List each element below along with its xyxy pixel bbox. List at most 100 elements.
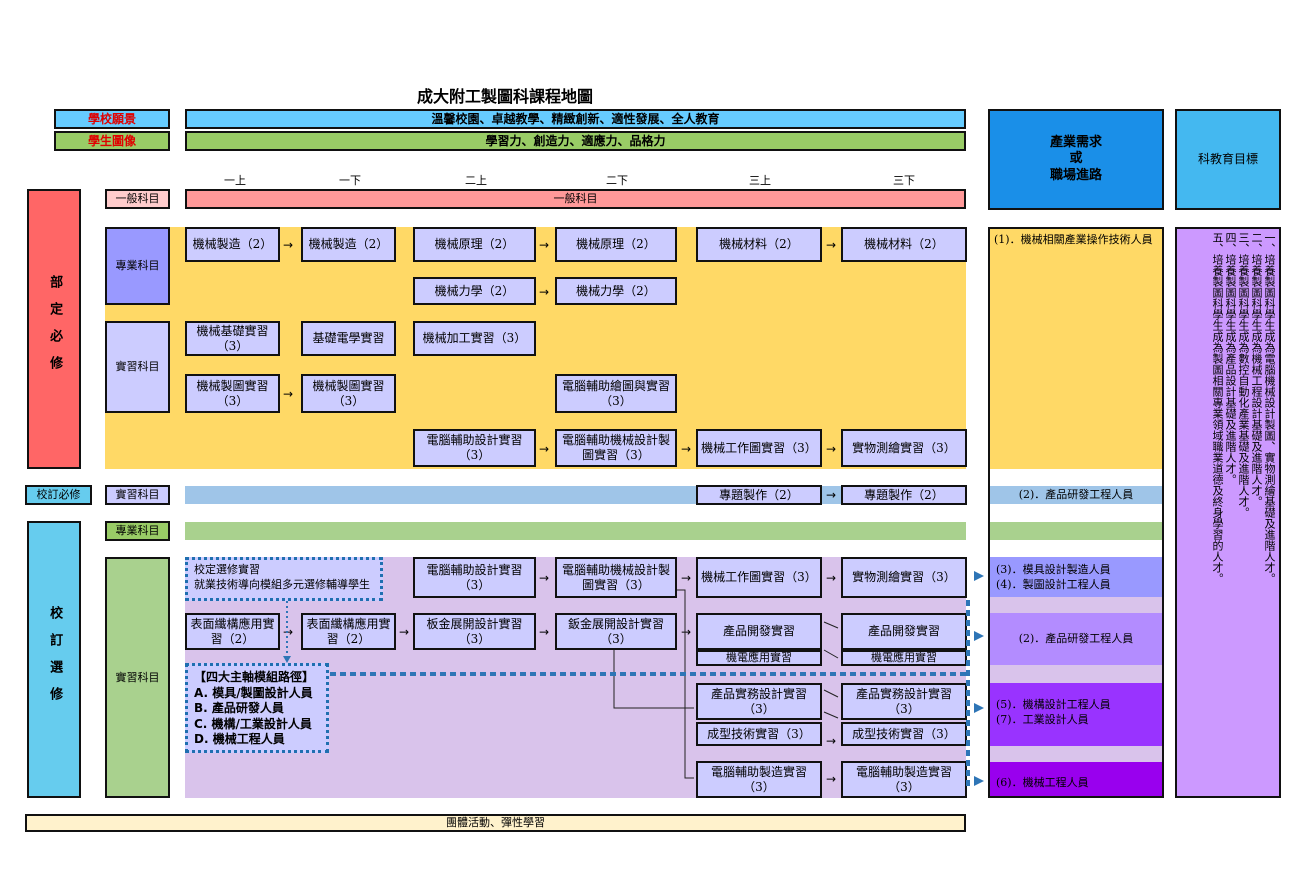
course-box: 電腦輔助機械設計製圖實習（3）: [555, 557, 677, 598]
course-box: 產品實務設計實習（3）: [841, 683, 967, 720]
goal-item: 四、培養製圖科學生成為產品設計基礎及進階人才。: [1224, 232, 1237, 485]
arrow-right-icon: →: [539, 238, 550, 252]
course-box: 鈑金展開設計實習（3）: [555, 613, 677, 650]
elective-note: 校定選修實習 就業技術導向模組多元選修輔導學生: [185, 557, 383, 601]
arrow-right-icon: →: [539, 625, 550, 639]
course-box: 機電應用實習: [841, 650, 967, 666]
arrow-right-icon: →: [283, 238, 294, 252]
grade-header: 一下: [339, 174, 361, 188]
course-box: 機械力學（2）: [555, 277, 677, 305]
career-item: (1)．機械相關產業操作技術人員: [994, 233, 1153, 246]
career-item: (5)．機構設計工程人員 (7)．工業設計人員: [990, 683, 1162, 746]
course-box: 專題製作（2）: [841, 485, 967, 505]
arrow-right-icon: →: [681, 571, 692, 585]
category-practice: 實習科目: [105, 321, 170, 413]
course-box: 機械製圖實習（3）: [185, 374, 280, 413]
career-item: (2)．產品研發工程人員: [990, 486, 1162, 504]
goal-item: 三、培養製圖科學生成為數控自動化產業基礎及進階人才。: [1237, 232, 1250, 518]
career-item: (6)．機械工程人員: [990, 762, 1162, 796]
course-box: 電腦輔助繪圖與實習（3）: [555, 374, 677, 413]
career-item: (3)．模具設計製造人員 (4)．製圖設計工程人員: [990, 557, 1162, 597]
course-box: 機械工作圖實習（3）: [696, 429, 822, 467]
grade-header: 二上: [465, 174, 487, 188]
module-item: D. 機械工程人員: [194, 732, 285, 747]
arrow-right-icon: →: [826, 772, 837, 786]
course-box: 電腦輔助製造實習（3）: [696, 761, 822, 798]
goal-column: [1175, 227, 1281, 798]
arrow-right-icon: →: [681, 442, 692, 456]
section-required: 部定必修: [27, 189, 81, 469]
category-general: 一般科目: [105, 189, 170, 209]
module-box: 【四大主軸模組路徑】 A. 模具/製圖設計人員 B. 產品研發人員 C. 機構/…: [185, 663, 329, 753]
arrow-right-icon: →: [539, 285, 550, 299]
arrow-right-icon: →: [283, 625, 294, 639]
course-box: 板金展開設計實習（3）: [413, 613, 536, 650]
industry-header: 產業需求 或 職場進路: [988, 109, 1164, 210]
grade-header: 二下: [606, 174, 628, 188]
arrow-right-icon: →: [826, 571, 837, 585]
course-box: 基礎電學實習: [301, 321, 396, 356]
course-box: 表面纖構應用實習（2）: [185, 613, 280, 650]
course-box: 產品開發實習: [841, 613, 967, 650]
grade-header: 三上: [749, 174, 771, 188]
course-box: 表面纖構應用實習（2）: [301, 613, 396, 650]
category-elective-practice: 實習科目: [105, 557, 170, 798]
course-box: 機械材料（2）: [841, 227, 967, 262]
dashed-path: [330, 600, 970, 790]
career-item: (2)．產品研發工程人員: [990, 613, 1162, 665]
course-box: 機械製造（2）: [185, 227, 280, 262]
portrait-label: 學生圖像: [54, 131, 170, 151]
course-box: 機電應用實習: [696, 650, 822, 666]
career-gap: [990, 597, 1162, 613]
course-box: 成型技術實習（3）: [841, 722, 967, 746]
course-box: 機械原理（2）: [413, 227, 536, 262]
arrow-right-icon: →: [539, 442, 550, 456]
arrow-right-icon: →: [283, 387, 294, 401]
career-gap: [990, 665, 1162, 683]
course-box: 機械基礎實習（3）: [185, 321, 280, 356]
category-school-practice: 實習科目: [105, 485, 170, 505]
course-box: 機械加工實習（3）: [413, 321, 536, 356]
arrow-head-icon: [283, 571, 984, 786]
elective-professional-bar: [185, 522, 966, 540]
course-box: 機械製造（2）: [301, 227, 396, 262]
module-title: 【四大主軸模組路徑】: [194, 670, 315, 684]
module-item: A. 模具/製圖設計人員: [194, 685, 313, 700]
grade-header: 一上: [224, 174, 246, 188]
career-gap: [990, 746, 1162, 762]
arrow-right-icon: →: [826, 488, 837, 502]
arrow-right-icon: →: [399, 625, 410, 639]
course-box: 實物測繪實習（3）: [841, 429, 967, 467]
arrow-right-icon: →: [826, 442, 837, 456]
course-box: 機械力學（2）: [413, 277, 536, 305]
goal-item: 一、培養製圖科學生成為電腦機械設計製圖、實物測繪基礎及進階人才。: [1263, 232, 1276, 584]
course-box: 機械原理（2）: [555, 227, 677, 262]
course-box: 專題製作（2）: [696, 485, 822, 505]
course-box: 機械材料（2）: [696, 227, 822, 262]
module-item: B. 產品研發人員: [194, 701, 284, 716]
course-box: 電腦輔助機械設計製圖實習（3）: [555, 429, 677, 467]
vision-label: 學校願景: [54, 109, 170, 129]
course-box: 電腦輔助設計實習（3）: [413, 429, 536, 467]
course-box: 實物測繪實習（3）: [841, 557, 967, 598]
goal-item: 五、培養製圖科學生成為製圖相關專業領域職業道德及終身學習的人才。: [1211, 232, 1224, 584]
course-box: 產品實務設計實習（3）: [696, 683, 822, 720]
module-item: C. 機構/工業設計人員: [194, 716, 312, 731]
section-school-required: 校訂必修: [25, 485, 92, 505]
general-bar: 一般科目: [185, 189, 966, 209]
career-required-area: [990, 229, 1162, 469]
course-box: 電腦輔助製造實習（3）: [841, 761, 967, 798]
career-green-bar: [990, 522, 1162, 540]
goal-text: 一、培養製圖科學生成為電腦機械設計製圖、實物測繪基礎及進階人才。 二、培養製圖科…: [1182, 232, 1276, 792]
course-box: 成型技術實習（3）: [696, 722, 822, 746]
goal-header: 科教育目標: [1175, 109, 1281, 210]
page-title: 成大附工製圖科課程地圖: [416, 87, 593, 106]
arrow-right-icon: →: [681, 625, 692, 639]
vision-text: 溫馨校園、卓越教學、精緻創新、適性發展、全人教育: [185, 109, 966, 129]
section-elective: 校訂選修: [27, 521, 81, 798]
goal-item: 二、培養製圖科學生成為機械工程設計基礎及進階人才。: [1250, 232, 1263, 507]
arrow-right-icon: →: [826, 734, 837, 748]
course-box: 機械工作圖實習（3）: [696, 557, 822, 598]
category-professional: 專業科目: [105, 227, 170, 305]
